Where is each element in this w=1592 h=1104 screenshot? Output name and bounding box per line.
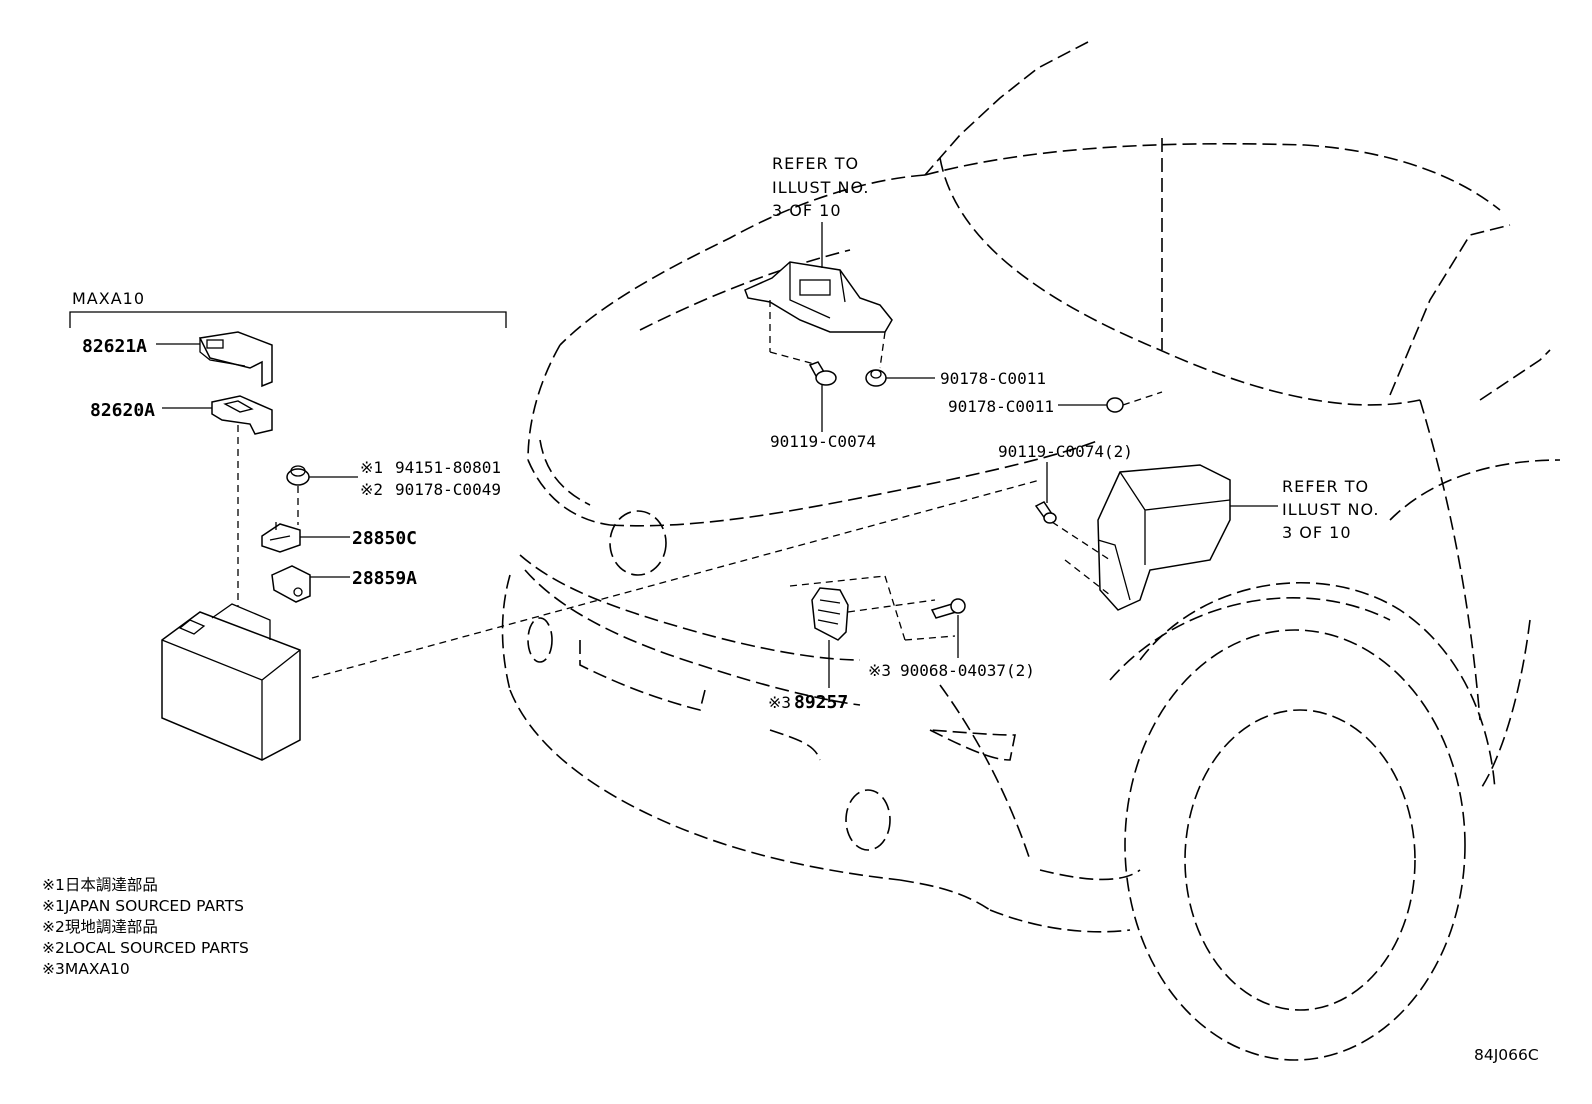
callout-90178-c0049-mark: ※2 <box>360 480 383 499</box>
callout-90178-c0011-b: 90178-C0011 <box>948 397 1054 416</box>
callout-90119-c0074-2: 90119-C0074(2) <box>998 442 1133 461</box>
callout-89257: 89257 <box>794 692 848 713</box>
bolt-90119-2-part <box>1034 501 1057 524</box>
nut-part <box>286 465 310 486</box>
nut-90178-b-part <box>1106 397 1124 413</box>
ecu-module-top-part <box>744 261 893 333</box>
bracket-82620A-part <box>211 395 273 435</box>
diagram-code: 84J066C <box>1474 1046 1539 1064</box>
legend-line-1: ※1日本調達部品 <box>42 876 158 894</box>
legend-line-2: ※1JAPAN SOURCED PARTS <box>42 897 244 915</box>
svg-text:ILLUST NO.: ILLUST NO. <box>772 178 869 197</box>
callout-89257-mark: ※3 <box>768 693 791 712</box>
callout-94151: 94151-80801 <box>395 458 501 477</box>
legend-line-5: ※3MAXA10 <box>42 960 130 978</box>
vehicle-outline <box>501 41 1561 1061</box>
bolt-90119-part <box>808 361 837 386</box>
battery-part <box>161 603 301 761</box>
callout-90178-c0049: 90178-C0049 <box>395 480 501 499</box>
svg-text:3 OF 10: 3 OF 10 <box>772 201 842 220</box>
sensor-82621A-part <box>198 331 273 388</box>
callout-28859A: 28859A <box>352 568 417 589</box>
legend-line-4: ※2LOCAL SOURCED PARTS <box>42 939 249 957</box>
maxa10-bracket <box>69 311 507 328</box>
svg-text:ILLUST NO.: ILLUST NO. <box>1282 500 1379 519</box>
nut-90178-a-part <box>865 369 887 387</box>
callout-28850C: 28850C <box>352 528 417 549</box>
svg-text:REFER TO: REFER TO <box>1282 477 1369 496</box>
refer-note-top: REFER TO ILLUST NO. 3 OF 10 <box>772 154 869 220</box>
svg-text:REFER TO: REFER TO <box>772 154 859 173</box>
module-89257-part <box>811 587 849 641</box>
terminal-28850C-part <box>261 522 301 553</box>
callout-90119-c0074: 90119-C0074 <box>770 432 876 451</box>
callout-82620A: 82620A <box>90 400 155 421</box>
group-label: MAXA10 <box>72 289 145 308</box>
relay-box-part <box>1097 464 1231 611</box>
callout-82621A: 82621A <box>82 336 147 357</box>
callout-90178-c0011-a: 90178-C0011 <box>940 369 1046 388</box>
refer-note-right: REFER TO ILLUST NO. 3 OF 10 <box>1282 477 1379 542</box>
legend-line-3: ※2現地調達部品 <box>42 918 158 936</box>
legend: ※1日本調達部品 ※1JAPAN SOURCED PARTS ※2現地調達部品 … <box>42 876 249 978</box>
callout-90068-mark: ※3 <box>868 661 891 680</box>
svg-text:3 OF 10: 3 OF 10 <box>1282 523 1352 542</box>
clamp-28859A-part <box>271 565 311 603</box>
bolt-90068-part <box>930 598 966 619</box>
callout-90068: 90068-04037(2) <box>900 661 1035 680</box>
callout-94151-mark: ※1 <box>360 458 383 477</box>
